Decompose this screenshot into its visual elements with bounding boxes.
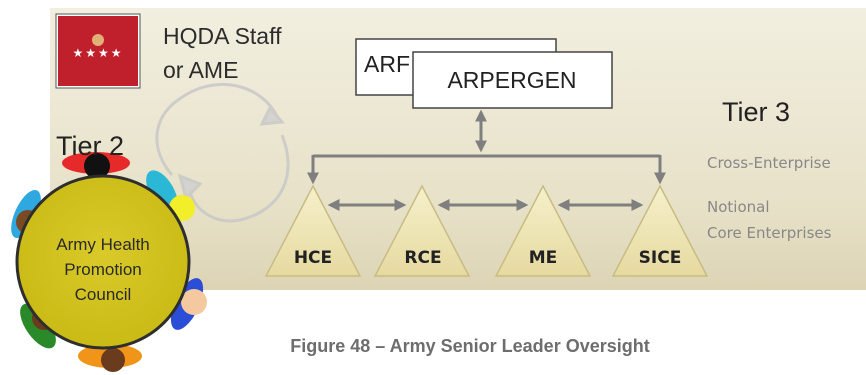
- triangle-me: [494, 184, 592, 277]
- council-label-line1: Army Health: [56, 235, 150, 254]
- council-label-line3: Council: [75, 285, 132, 304]
- hqda-label-line1: HQDA Staff: [163, 23, 282, 49]
- triangle-sice: [611, 184, 709, 277]
- general-officer-flag-icon: ★★★★: [55, 13, 141, 89]
- arpergen-back-label: ARF: [364, 51, 410, 77]
- cycle-arrows-icon: [155, 83, 290, 223]
- cross-enterprise-label: Cross-Enterprise: [707, 154, 831, 172]
- triangle-rce: [373, 184, 471, 277]
- connector-lines: [307, 109, 666, 211]
- tier3-label: Tier 3: [722, 97, 790, 127]
- enterprise-triangles: [264, 184, 709, 277]
- arpergen-box-front: [412, 51, 613, 109]
- enterprise-label-rce: RCE: [404, 248, 441, 268]
- tier2-label: Tier 2: [56, 131, 124, 161]
- flag-stars: ★★★★: [72, 46, 123, 60]
- figure-caption: Figure 48 – Army Senior Leader Oversight: [290, 336, 650, 356]
- council-circle: [15, 174, 191, 350]
- triangle-hce: [264, 184, 362, 277]
- enterprise-label-hce: HCE: [294, 248, 332, 268]
- enterprise-label-sice: SICE: [639, 248, 682, 268]
- hqda-label-line2: or AME: [163, 57, 238, 83]
- council-members-icon: [11, 152, 207, 372]
- notional-label-line1: Notional: [707, 198, 770, 216]
- arpergen-label: ARPERGEN: [447, 67, 576, 93]
- enterprise-label-me: ME: [529, 248, 558, 268]
- notional-label-line2: Core Enterprises: [707, 224, 832, 242]
- council-label-line2: Promotion: [64, 260, 141, 279]
